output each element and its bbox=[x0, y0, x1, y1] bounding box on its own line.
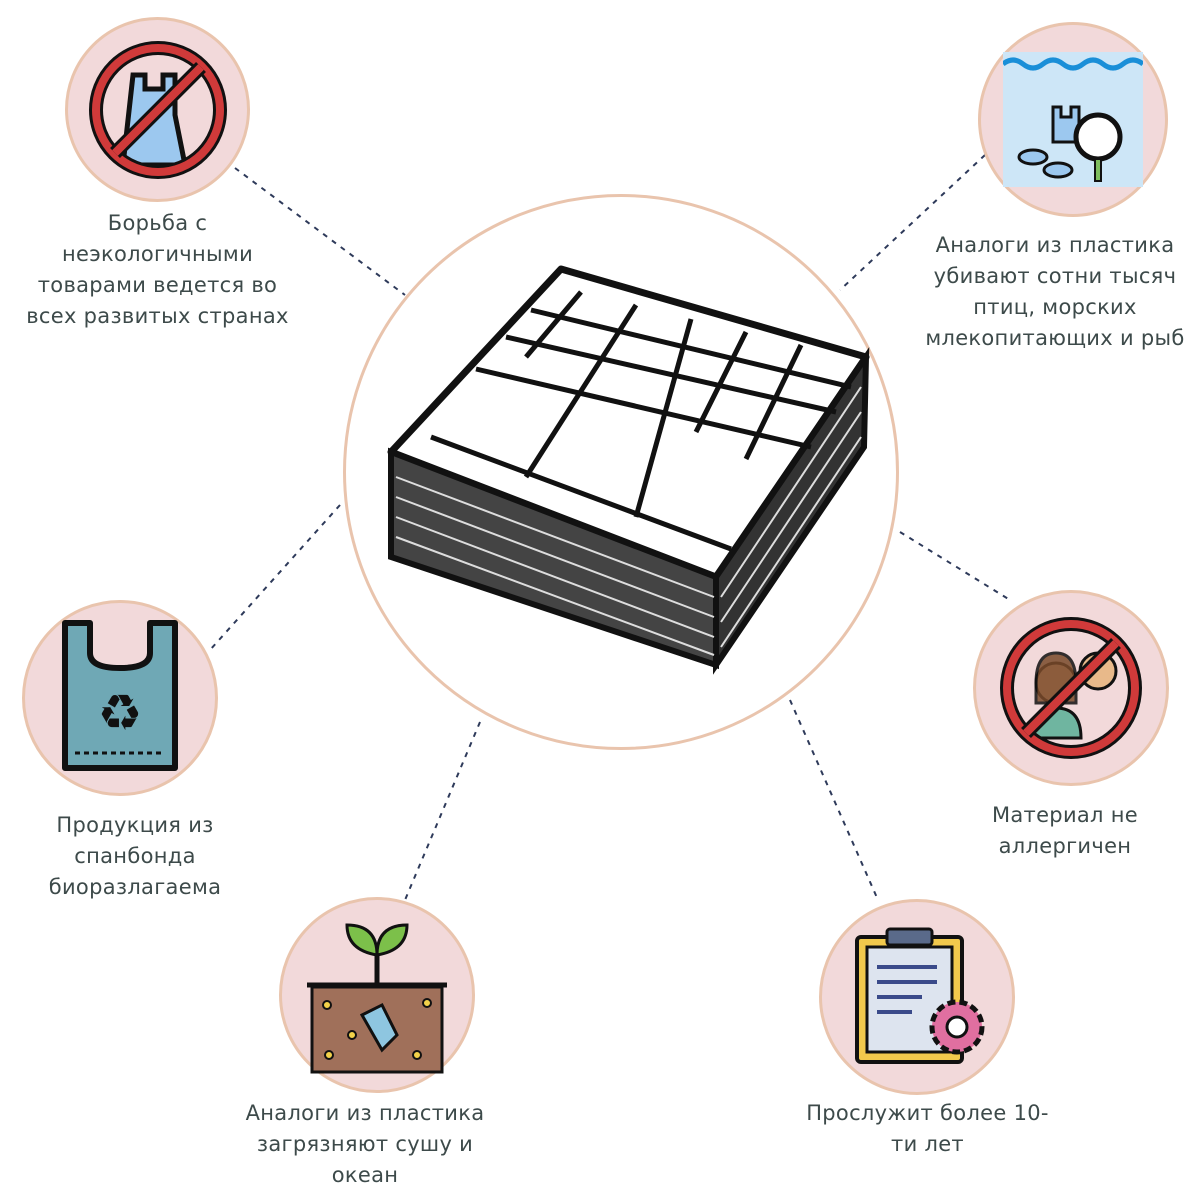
connector-line bbox=[209, 504, 341, 651]
feature-circle-bio: ♻ bbox=[22, 600, 218, 796]
recycle-bag-icon: ♻ bbox=[62, 620, 178, 771]
feature-circle-lasts bbox=[819, 899, 1015, 1095]
organizer-box-image bbox=[387, 265, 870, 675]
connector-line bbox=[234, 167, 406, 296]
feature-circle-pollute bbox=[279, 897, 475, 1093]
feature-label-bio: Продукция из спанбонда биоразлагаема bbox=[48, 813, 222, 899]
feature-label-pollute: Аналоги из пластика загрязняют сушу и ок… bbox=[245, 1101, 485, 1187]
no-allergy-icon bbox=[1000, 617, 1142, 759]
ocean-microplastic-icon bbox=[1003, 52, 1143, 187]
connector-line bbox=[839, 154, 986, 291]
clipboard-gear-icon bbox=[855, 927, 985, 1064]
feature-label-allergy: Материал не аллергичен bbox=[991, 803, 1139, 858]
feature-circle-allergy bbox=[973, 590, 1169, 786]
no-plastic-bag-icon bbox=[88, 40, 227, 179]
feature-label-lasts: Прослужит более 10-ти лет bbox=[806, 1101, 1049, 1156]
connector-line bbox=[899, 531, 1011, 601]
svg-text:♻: ♻ bbox=[98, 684, 143, 742]
soil-pollution-icon bbox=[307, 923, 447, 1074]
feature-label-kills: Аналоги из пластика убивают сотни тысяч … bbox=[925, 233, 1185, 350]
product-circle bbox=[343, 194, 899, 750]
feature-circle-fight bbox=[65, 17, 250, 202]
feature-label-fight: Борьба с неэкологичными товарами ведется… bbox=[26, 211, 289, 328]
feature-circle-kills bbox=[978, 22, 1168, 217]
connector-line bbox=[789, 699, 879, 901]
